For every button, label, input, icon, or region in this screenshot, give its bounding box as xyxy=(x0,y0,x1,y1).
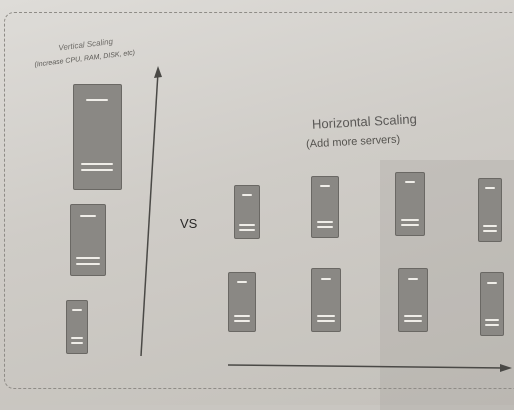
horizontal-axis-arrowhead xyxy=(500,364,512,372)
server-large xyxy=(73,84,122,190)
server-horizontal xyxy=(228,272,256,332)
server-horizontal xyxy=(480,272,504,336)
server-horizontal xyxy=(311,176,339,238)
vertical-axis-line xyxy=(140,71,159,357)
horizontal-axis-line xyxy=(227,364,506,369)
server-horizontal xyxy=(398,268,428,332)
dashed-border xyxy=(4,12,514,389)
server-medium xyxy=(70,204,106,276)
vertical-axis-arrowhead xyxy=(154,66,162,78)
server-horizontal xyxy=(234,185,260,239)
vs-label: VS xyxy=(180,216,198,231)
server-small xyxy=(66,300,88,354)
server-horizontal xyxy=(311,268,341,332)
server-horizontal xyxy=(478,178,502,242)
server-horizontal xyxy=(395,172,425,236)
